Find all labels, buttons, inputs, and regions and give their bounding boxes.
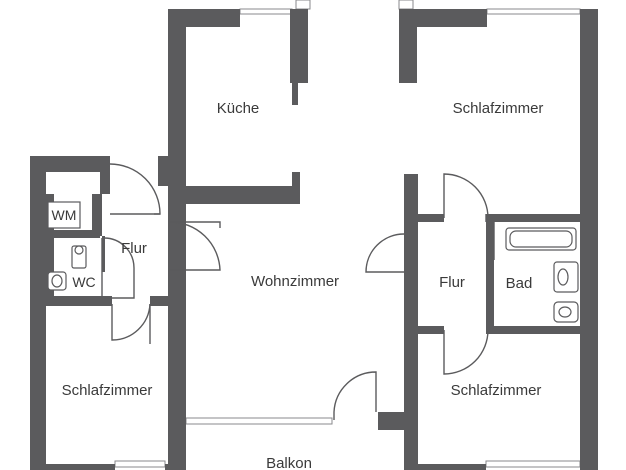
wall	[30, 464, 115, 470]
door-kitchen-hall	[109, 163, 161, 215]
wall	[30, 156, 110, 172]
label-kitchen: Küche	[217, 100, 260, 117]
door-balcony	[333, 371, 377, 420]
label-wc: WC	[72, 274, 95, 290]
kitchen-window	[239, 8, 293, 15]
wall	[290, 9, 308, 83]
wall	[404, 360, 418, 470]
wall	[378, 412, 404, 430]
bedroom-top-window	[486, 8, 581, 15]
wall	[413, 9, 487, 27]
label-bedroom-bottom-right: Schlafzimmer	[451, 382, 542, 399]
fixtures	[47, 201, 579, 323]
wall	[486, 214, 494, 332]
door-wc	[103, 237, 135, 299]
wall	[399, 9, 417, 83]
partition	[102, 236, 105, 272]
wall	[168, 270, 186, 470]
door-living-hall	[169, 221, 221, 271]
bathtub-inner	[509, 230, 573, 248]
wall	[292, 83, 298, 105]
wall	[158, 156, 170, 186]
walls	[30, 9, 598, 470]
toilet-bowl	[558, 306, 572, 318]
kitchen-window-edge	[295, 0, 311, 10]
washing-machine	[47, 201, 81, 229]
wall	[292, 172, 300, 186]
wall	[46, 296, 112, 306]
wall	[418, 464, 486, 470]
door-bedroom-top-right	[443, 173, 489, 219]
label-balcony: Balkon	[266, 455, 312, 470]
wall	[150, 296, 180, 306]
door-leaf	[170, 221, 221, 228]
door-bedroom-left	[111, 303, 151, 341]
label-bathroom: Bad	[506, 275, 533, 292]
wall	[46, 194, 54, 298]
label-living-room: Wohnzimmer	[251, 273, 339, 290]
wall	[92, 194, 102, 236]
doors	[101, 163, 495, 420]
wall	[486, 214, 580, 222]
wall	[165, 464, 185, 470]
sink-basin	[557, 268, 569, 286]
partitions	[102, 236, 105, 272]
door-living-right-hall	[365, 233, 405, 273]
sink-basin	[51, 274, 63, 288]
balcony-window	[185, 417, 333, 425]
wall	[580, 9, 598, 470]
bedroom-right-window	[485, 460, 581, 468]
toilet-bowl	[74, 245, 84, 255]
wall	[100, 172, 110, 194]
wall	[186, 186, 300, 204]
room-labels: Küche Schlafzimmer WM Flur WC Wohnzimmer…	[52, 100, 544, 470]
wall	[30, 156, 46, 470]
label-bedroom-bottom-left: Schlafzimmer	[62, 382, 153, 399]
bedroom-left-window	[114, 460, 166, 468]
label-bedroom-top-right: Schlafzimmer	[453, 100, 544, 117]
wall	[418, 326, 444, 334]
door-bedroom-bottom-right	[443, 329, 489, 375]
bedroom-window-edge	[398, 0, 414, 10]
wall	[486, 326, 580, 334]
label-washing-machine: WM	[52, 207, 77, 223]
label-hall-right: Flur	[439, 274, 465, 291]
wall	[404, 174, 418, 370]
wall	[418, 214, 444, 222]
label-hall-left: Flur	[121, 240, 147, 257]
wall	[46, 230, 100, 238]
wall	[168, 9, 186, 271]
